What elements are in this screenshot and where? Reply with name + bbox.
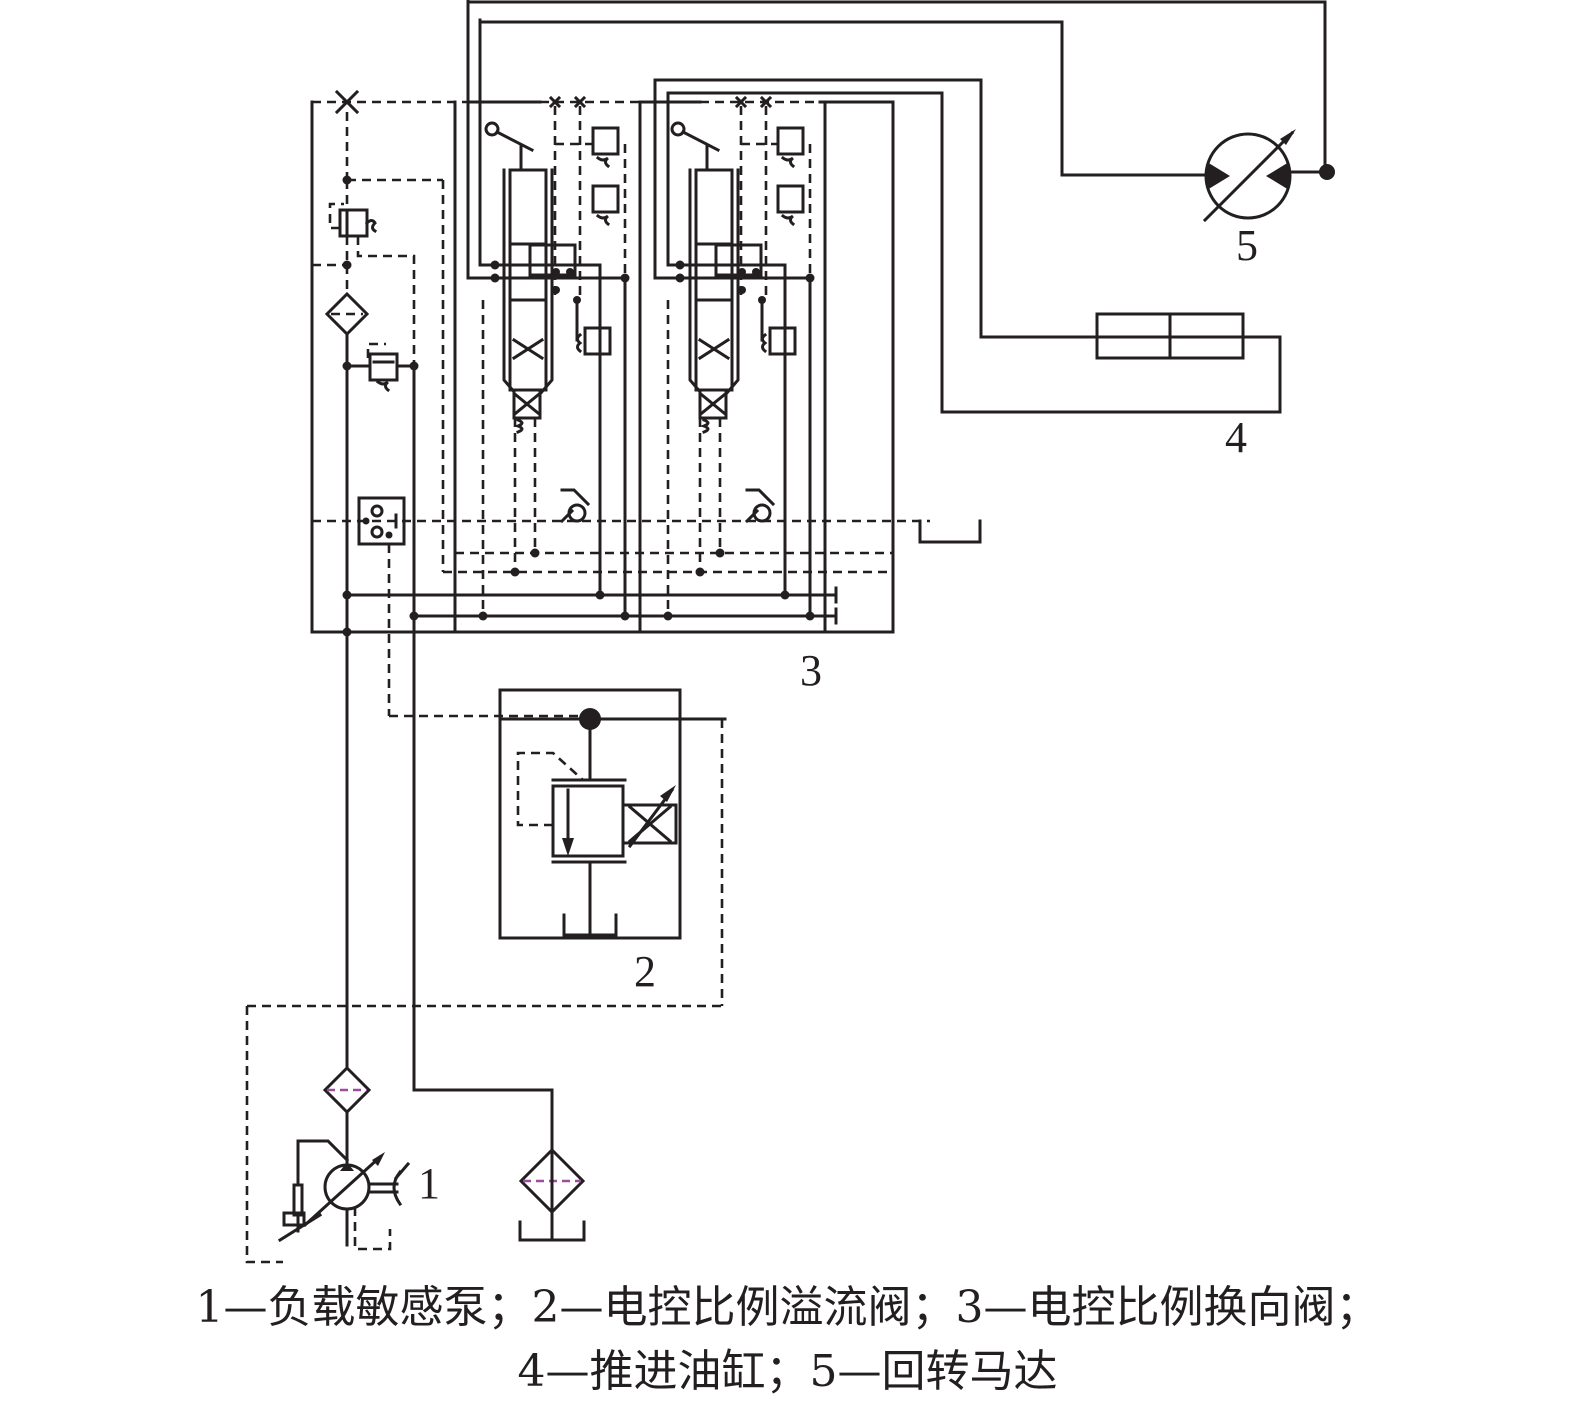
label-motor: 5 [1236,221,1258,270]
return-filter [412,1088,586,1242]
thrust-cylinder-4: 4 [1095,312,1282,462]
check-valve-icon [559,488,591,524]
inlet-section [312,89,445,716]
valve-block-3 [310,100,895,634]
load-sensing-pump-1: 1 [245,630,440,1264]
hydraulic-schematic: 5 4 3 2 [245,0,1335,1264]
pressure-filter-icon [322,1065,372,1115]
label-cylinder: 4 [1225,413,1247,462]
label-directional-valve: 3 [800,646,822,695]
swing-motor-5: 5 [1202,129,1335,270]
figure-caption: 1—负载敏感泵；2—电控比例溢流阀；3—电控比例换向阀； 4—推进油缸；5—回转… [0,1276,1575,1404]
caption-line-1: 1—负载敏感泵；2—电控比例溢流阀；3—电控比例换向阀； [195,1282,1380,1333]
cross-marker-icon [334,89,360,115]
proportional-relief-valve-2: 2 [247,688,727,1008]
work-lines [466,0,1327,414]
directional-valve-section-2 [653,78,815,621]
filter-icon [324,291,370,337]
label-pump: 1 [418,1159,440,1208]
caption-line-2: 4—推进油缸；5—回转马达 [517,1346,1058,1397]
check-valve-icon [744,488,776,524]
pilot-relief-valve-icon [328,202,378,238]
pilot-lines [312,519,982,574]
pressure-reducing-valve-icon [366,342,399,393]
shuttle-valve-block-icon [357,496,406,546]
label-relief-valve: 2 [634,947,656,996]
directional-valve-section-1 [466,0,630,621]
